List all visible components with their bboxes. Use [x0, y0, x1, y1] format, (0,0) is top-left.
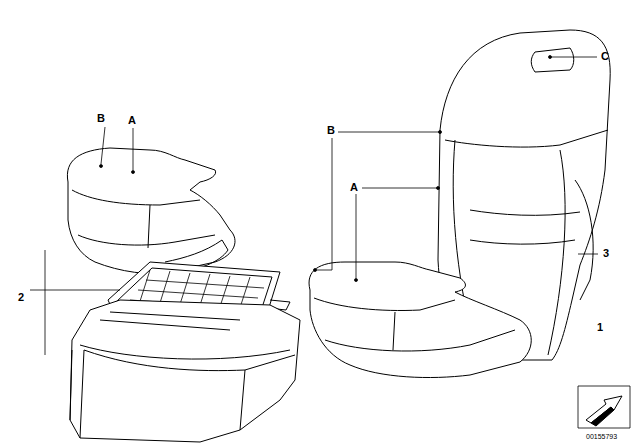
- drawing-number: 00155793: [586, 433, 617, 440]
- callout-letter: 2: [18, 292, 24, 303]
- callout-letter: B: [97, 113, 105, 124]
- callout-letter: A: [350, 182, 358, 193]
- callout-letter: 3: [603, 248, 609, 259]
- callout-letter: A: [128, 115, 136, 126]
- callout-letter: C: [601, 51, 609, 62]
- callout-letter: B: [327, 125, 335, 136]
- callout-letter: 1: [597, 322, 603, 333]
